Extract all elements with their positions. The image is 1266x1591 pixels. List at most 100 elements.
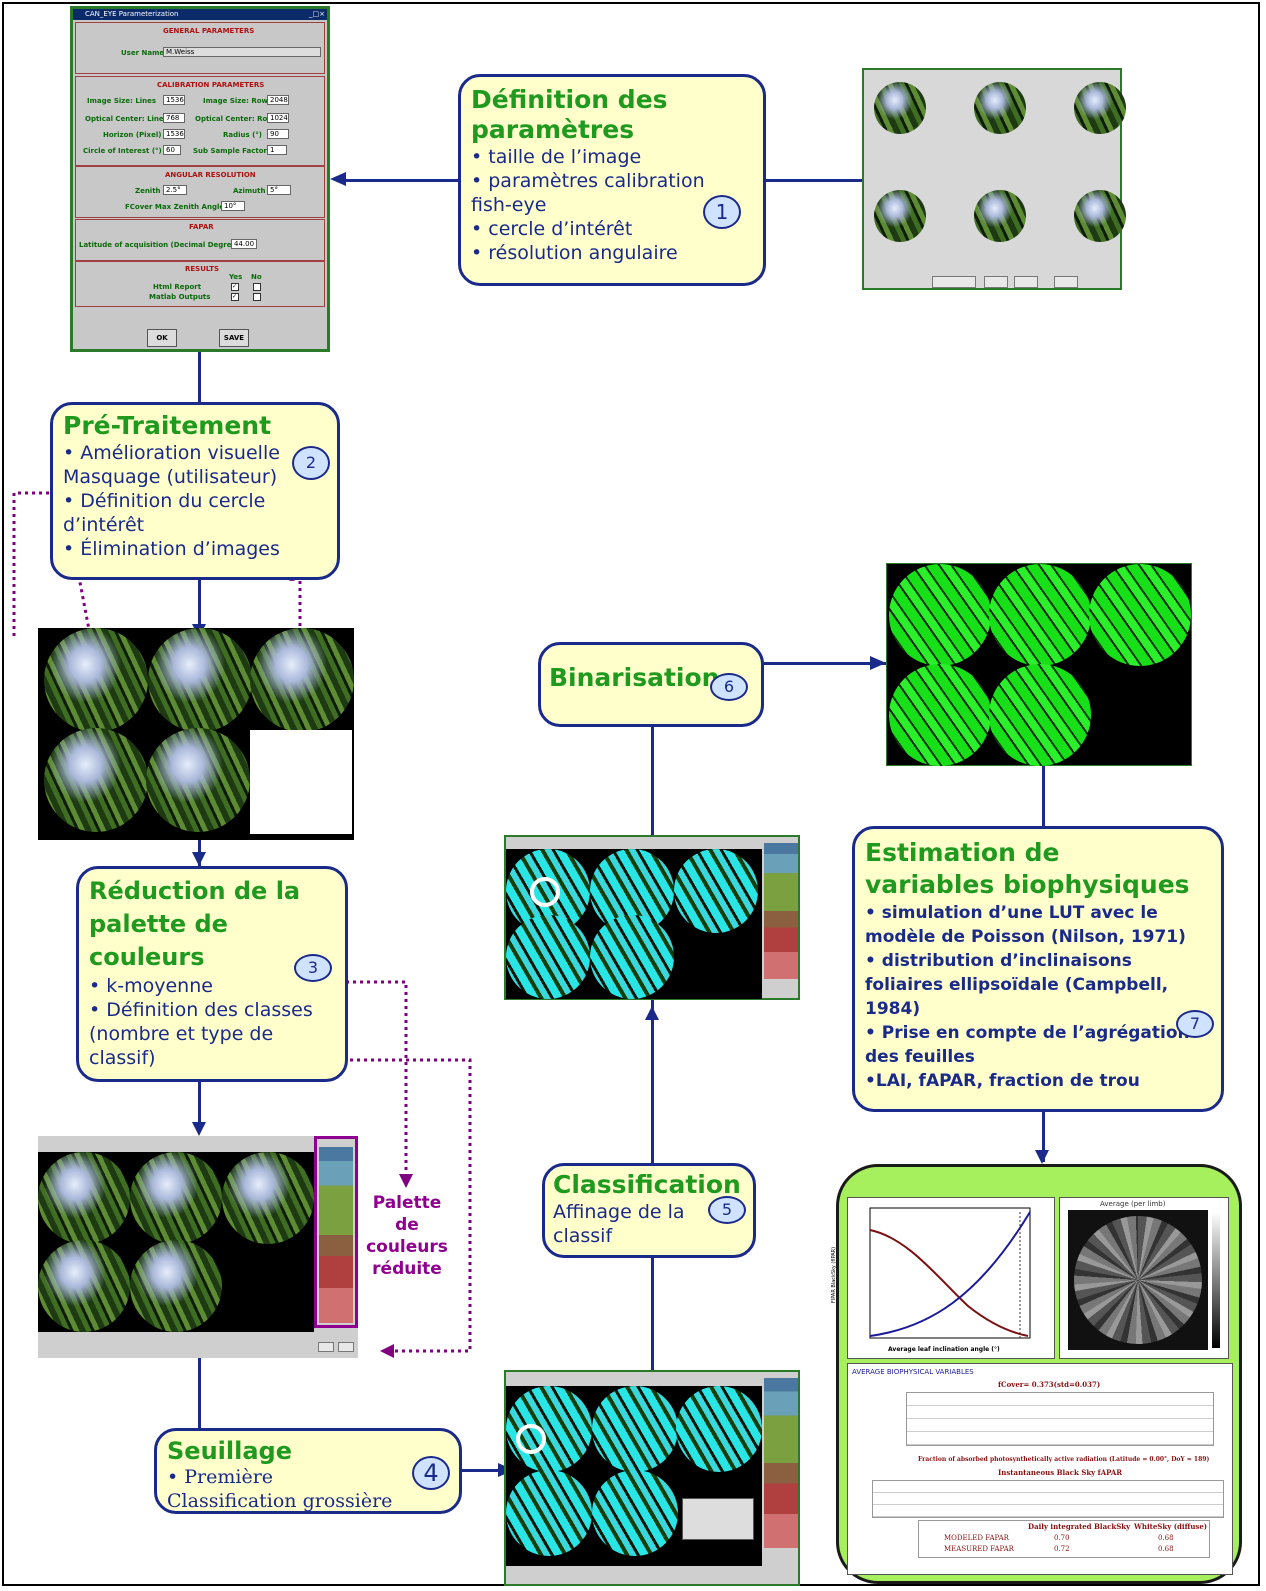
connector-s1-to-panel — [340, 179, 458, 182]
step-5-title: Classification — [553, 1170, 741, 1199]
palette-button[interactable] — [318, 1342, 334, 1352]
thumb-btn-2[interactable] — [984, 276, 1008, 288]
general-section — [75, 22, 325, 74]
binary-photo-1 — [889, 564, 991, 666]
connector-palette-to-s4 — [198, 1358, 201, 1428]
masked-photo-1 — [44, 628, 148, 732]
binary-photo-5 — [989, 664, 1091, 766]
masked-images-panel — [38, 628, 354, 840]
connector-s1-to-thumbs — [766, 179, 862, 182]
zenith-label: Zenith — [135, 187, 161, 195]
latitude-label: Latitude of acquisition (Decimal Degree) — [79, 241, 240, 249]
connector-s4-to-seuil — [462, 1469, 504, 1472]
thumb-btn-3[interactable] — [1014, 276, 1038, 288]
seuil-photo-3 — [676, 1386, 762, 1472]
binary-photo-2 — [989, 564, 1091, 666]
circle-label: Circle of Interest (°) — [83, 147, 162, 155]
html-yes-checkbox[interactable]: ✓ — [231, 283, 239, 291]
step-7-title: Estimation de variables biophysiques — [865, 838, 1190, 899]
ocrow-input[interactable]: 1024 — [267, 113, 289, 123]
connector-panel-to-s2 — [198, 352, 201, 402]
html-no-checkbox[interactable] — [253, 283, 261, 291]
step-1-line-2: • paramètres calibration fish-eye — [471, 170, 705, 216]
table-subtitle: fCover= 0.373(std=0.037) — [998, 1380, 1101, 1389]
palette-photo-1 — [38, 1152, 130, 1244]
html-report-label: Html Report — [153, 283, 202, 291]
connector-seuil-to-s5 — [651, 1258, 654, 1370]
lines-label: Image Size: Lines — [87, 97, 157, 105]
user-label: User Name : — [121, 49, 170, 57]
eliminated-image — [250, 730, 352, 834]
save-button[interactable]: SAVE — [219, 329, 249, 347]
image-thumbnails-panel — [862, 68, 1126, 290]
connector-s3-to-palette — [198, 1082, 201, 1130]
matlab-outputs-label: Matlab Outputs — [149, 293, 211, 301]
step-4-title: Seuillage — [167, 1437, 292, 1465]
step-2-line-2: • Définition du cercle d’intérêt — [63, 490, 266, 536]
step-2-line-1: • Amélioration visuelle Masquage (utilis… — [63, 442, 280, 488]
modeled-white: 0.68 — [1158, 1534, 1174, 1542]
palette-button-2[interactable] — [338, 1342, 354, 1352]
step-4-box: Seuillage • Première Classification gros… — [154, 1428, 462, 1514]
matlab-no-checkbox[interactable] — [253, 293, 261, 301]
binary-photo-3 — [1089, 564, 1191, 666]
ok-button[interactable]: OK — [147, 329, 177, 347]
step-1-badge: 1 — [703, 195, 741, 229]
step-2-line-3: • Élimination d’images — [63, 538, 280, 560]
class-photo-3 — [674, 849, 758, 933]
step-3-line-2: • Définition des classes (nombre et type… — [89, 999, 313, 1069]
rows-label: Image Size: Rows — [203, 97, 273, 105]
lines-input[interactable]: 1536 — [163, 95, 185, 105]
step-6-title: Binarisation — [549, 663, 720, 692]
binary-images-panel — [886, 563, 1192, 766]
calibration-section — [75, 76, 325, 166]
subsample-select[interactable]: 1 — [267, 145, 287, 155]
fcover-select[interactable]: 10° — [221, 201, 245, 211]
matlab-yes-checkbox[interactable]: ✓ — [231, 293, 239, 301]
masked-photo-3 — [250, 628, 354, 732]
latitude-input[interactable]: 44.00 — [231, 239, 257, 249]
ocline-input[interactable]: 768 — [163, 113, 185, 123]
results-panel: FIPAR BlackSky (fIPAR) Average leaf incl… — [831, 1164, 1242, 1584]
fapar-chart-svg — [869, 1207, 1031, 1339]
general-header: GENERAL PARAMETERS — [163, 27, 255, 35]
angular-header: ANGULAR RESOLUTION — [165, 171, 256, 179]
step-7-line-3: • Prise en compte de l’agrégation des fe… — [865, 1023, 1190, 1067]
thumb-5 — [974, 190, 1026, 242]
rows-input[interactable]: 2048 — [267, 95, 289, 105]
fapar-chart: FIPAR BlackSky (fIPAR) Average leaf incl… — [831, 1197, 1055, 1359]
results-section — [75, 261, 325, 307]
zenith-select[interactable]: 2.5° — [163, 185, 187, 195]
palette-swatches — [319, 1147, 353, 1323]
palette-image-area — [38, 1152, 314, 1332]
fapar-title: Fraction of absorbed photosynthetically … — [918, 1456, 1210, 1463]
palette-reduced-window — [38, 1136, 358, 1358]
step-5-box: Classification Affinage de la classif — [542, 1163, 756, 1258]
connector-class-to-s6 — [651, 727, 654, 835]
horizon-label: Horizon (Pixel) — [103, 131, 162, 139]
thumb-2 — [974, 82, 1026, 134]
step-1-line-3: • cercle d’intérêt — [471, 218, 633, 240]
radius-label: Radius (°) — [223, 131, 263, 139]
instant-title: Instantaneous Black Sky fAPAR — [998, 1468, 1123, 1477]
palette-swatch-border — [314, 1136, 358, 1328]
masked-photo-4 — [44, 728, 148, 832]
horizon-input[interactable]: 1536 — [163, 129, 185, 139]
user-name-input[interactable]: M.Weiss — [163, 47, 321, 57]
palette-photo-2 — [130, 1152, 222, 1244]
thumb-6 — [1074, 190, 1126, 242]
thumb-btn-4[interactable] — [1054, 276, 1078, 288]
connector-s6-to-binary — [764, 662, 886, 665]
ocrow-label: Optical Center: Row — [195, 115, 274, 123]
modeled-label: MODELED FAPAR — [944, 1534, 1009, 1542]
azimuth-select[interactable]: 5° — [267, 185, 291, 195]
radius-input[interactable]: 90 — [267, 129, 289, 139]
palette-photo-5 — [130, 1240, 222, 1332]
window-controls-icon[interactable]: _□× — [309, 10, 325, 18]
threshold-dialog[interactable] — [682, 1498, 754, 1540]
step-1-line-1: • taille de l’image — [471, 146, 642, 168]
seuil-photo-4 — [506, 1470, 592, 1556]
thumb-btn-1[interactable] — [932, 276, 976, 288]
palette-photo-3 — [222, 1152, 314, 1244]
circle-input[interactable]: 60 — [163, 145, 181, 155]
